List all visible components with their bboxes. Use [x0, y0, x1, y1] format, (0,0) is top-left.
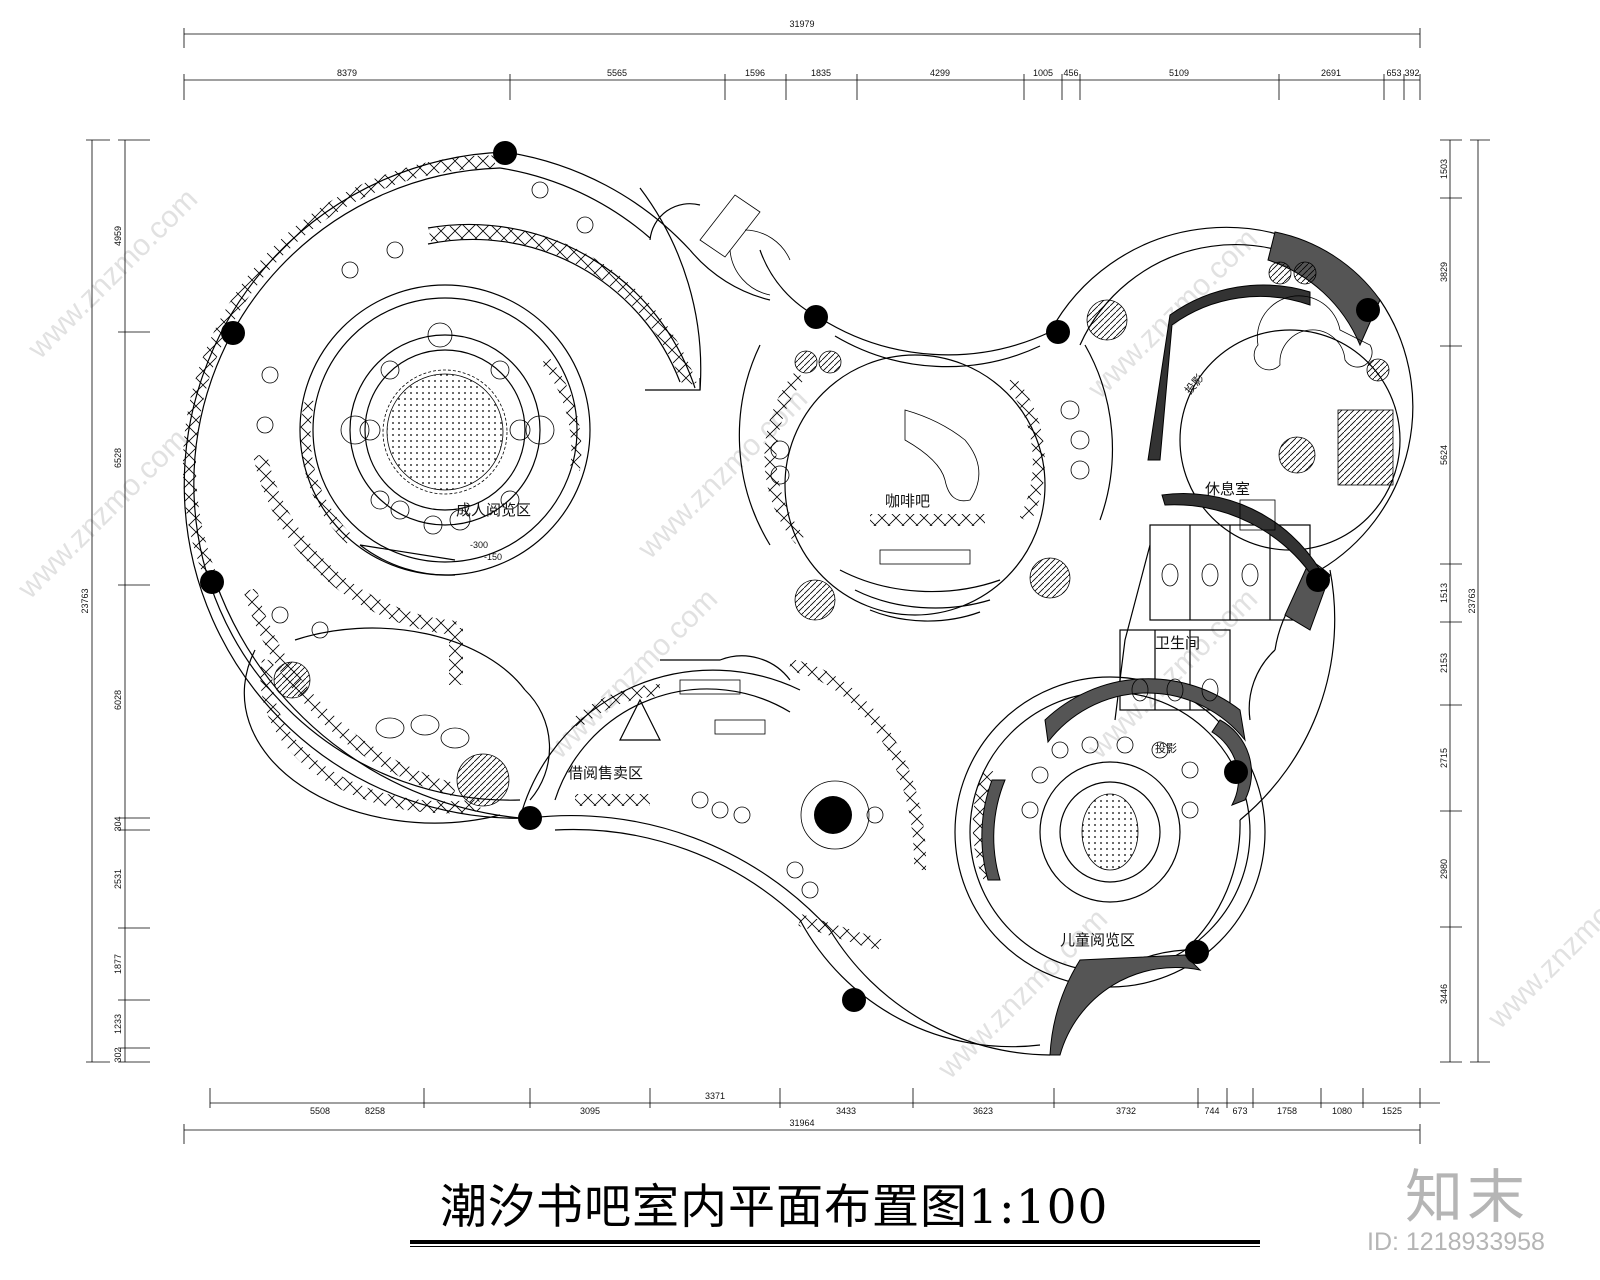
column: [1306, 568, 1330, 592]
dim-bottom: 1080: [1332, 1106, 1352, 1116]
dim-bottom: 3371: [705, 1091, 725, 1101]
drawing-title: 潮汐书吧室内平面布置图1:100: [440, 1180, 1109, 1235]
furniture: [256, 181, 1394, 899]
dim-top: 653: [1386, 68, 1401, 78]
watermark-text: www.znzmo.com: [21, 182, 204, 365]
room-label-projection-top: 投影: [1182, 371, 1207, 397]
level-mark: -150: [484, 552, 502, 562]
watermark-text: www.znzmo.com: [1481, 852, 1600, 1035]
structural-columns: [200, 141, 1380, 1012]
plant: [1366, 358, 1390, 382]
planter: [386, 373, 504, 491]
plant: [1293, 261, 1317, 285]
watermark-logo: 知末: [1405, 1163, 1530, 1231]
level-mark: -300: [470, 540, 488, 550]
column: [1185, 940, 1209, 964]
sofa: [1337, 409, 1394, 486]
column: [518, 806, 542, 830]
dim-right-total: 23763: [1467, 588, 1477, 613]
title-underline: [410, 1240, 1260, 1244]
building-walls: [182, 151, 1414, 1056]
room-label-lounge: 休息室: [1205, 480, 1250, 498]
dim-bottom-total: 31964: [789, 1118, 814, 1128]
plant: [1086, 299, 1128, 341]
dim-top-total: 31979: [789, 19, 814, 29]
column: [842, 988, 866, 1012]
dim-left: 1233: [113, 1014, 123, 1034]
room-label-projection-bottom: 投影: [1155, 741, 1177, 755]
dim-right: 2715: [1439, 748, 1449, 768]
solid-walls: [981, 231, 1381, 1056]
room-label-borrow-sale: 借阅售卖区: [568, 764, 643, 782]
dim-bottom: 3433: [836, 1106, 856, 1116]
room-label-adult-reading: 成人阅览区: [456, 501, 531, 519]
dim-top: 8379: [337, 68, 357, 78]
dim-left: 6528: [113, 448, 123, 468]
column: [1356, 298, 1380, 322]
dim-top: 1596: [745, 68, 765, 78]
dim-bottom: 3095: [580, 1106, 600, 1116]
dim-bottom: 8258: [365, 1106, 385, 1116]
dim-top: 5109: [1169, 68, 1189, 78]
column: [200, 570, 224, 594]
dim-left-total: 23763: [80, 588, 90, 613]
plant: [1268, 261, 1292, 285]
dim-left: 4959: [113, 226, 123, 246]
plant: [794, 579, 836, 621]
dim-right: 3446: [1439, 984, 1449, 1004]
dim-top: 1835: [811, 68, 831, 78]
dim-left: 302: [113, 1047, 123, 1062]
dim-bottom: 744: [1204, 1106, 1219, 1116]
column: [1046, 320, 1070, 344]
dim-right: 3829: [1439, 262, 1449, 282]
dim-top: 4299: [930, 68, 950, 78]
dim-left: 6028: [113, 690, 123, 710]
dim-right: 5624: [1439, 445, 1449, 465]
dim-top: 456: [1063, 68, 1078, 78]
dim-right: 2153: [1439, 653, 1449, 673]
watermark-text: www.znzmo.com: [631, 382, 814, 565]
dim-top: 5565: [607, 68, 627, 78]
dim-bottom: 3732: [1116, 1106, 1136, 1116]
dimension-lines: [86, 28, 1490, 1144]
room-label-restroom: 卫生间: [1155, 634, 1200, 652]
dim-top: 392: [1404, 68, 1419, 78]
column: [1224, 760, 1248, 784]
watermark-text: www.znzmo.com: [541, 582, 724, 765]
dim-top: 1005: [1033, 68, 1053, 78]
plant: [794, 350, 818, 374]
dim-bottom: 5508: [310, 1106, 330, 1116]
watermark-id: ID: 1218933958: [1367, 1228, 1545, 1256]
round-table: [800, 780, 870, 850]
dim-right: 1503: [1439, 159, 1449, 179]
title-underline-thin: [410, 1246, 1260, 1247]
dim-left: 2531: [113, 869, 123, 889]
dim-right: 1513: [1439, 583, 1449, 603]
column: [804, 305, 828, 329]
dimension-labels: 31979 8379 5565 1596 1835 4299 1005 456 …: [80, 19, 1477, 1128]
plant: [818, 350, 842, 374]
dim-bottom: 1758: [1277, 1106, 1297, 1116]
plant: [273, 661, 311, 699]
plant: [456, 753, 510, 807]
dim-bottom: 673: [1232, 1106, 1247, 1116]
column: [814, 796, 852, 834]
room-label-cafe: 咖啡吧: [885, 492, 930, 510]
rug: [1278, 436, 1316, 474]
dim-left: 1877: [113, 954, 123, 974]
watermark-text: www.znzmo.com: [11, 422, 194, 605]
kids-center-island: [1081, 793, 1139, 871]
room-label-kids-reading: 儿童阅览区: [1060, 931, 1135, 949]
column: [493, 141, 517, 165]
plant: [1029, 557, 1071, 599]
dim-bottom: 3623: [973, 1106, 993, 1116]
dim-right: 2980: [1439, 859, 1449, 879]
dim-left: 304: [113, 816, 123, 831]
column: [221, 321, 245, 345]
dim-top: 2691: [1321, 68, 1341, 78]
dim-bottom: 1525: [1382, 1106, 1402, 1116]
